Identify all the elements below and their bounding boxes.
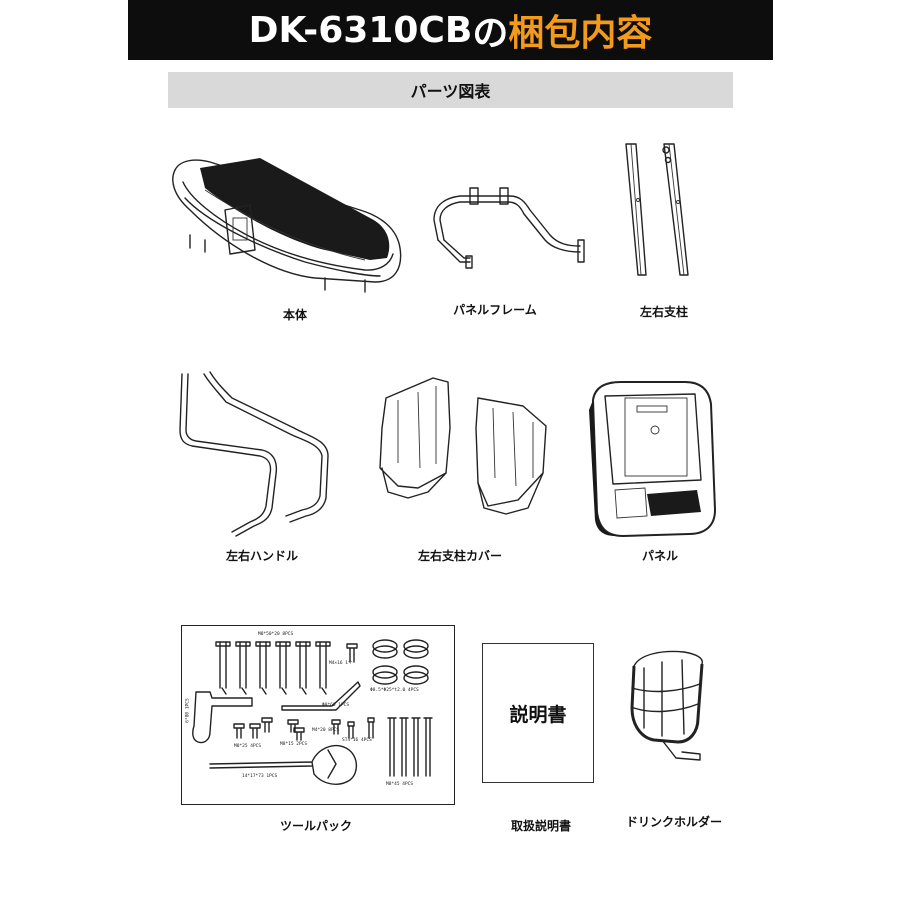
manual-cover-text: 説明書 [509, 703, 567, 726]
label-panel: パネル [641, 549, 679, 563]
label-panel-frame: パネルフレーム [453, 303, 537, 317]
note-screw-a: M8*25 4PCS [234, 744, 262, 749]
section-header: パーツ図表 [168, 72, 733, 108]
note-bolt-b: M4×16 1个 [329, 661, 353, 666]
note-bolt-long: M8*45 4PCS [386, 782, 414, 787]
note-washer: Φ8.5*Φ25*t2.0 4PCS [370, 688, 419, 693]
note-screw-c: M4*20 8PCS [312, 728, 340, 733]
label-manual: 取扱説明書 [510, 819, 572, 833]
section-title: パーツ図表 [410, 82, 491, 101]
note-hex: Φ8*60 1PCS [322, 703, 350, 708]
note-screw-d: ST4*16 4PCS [342, 738, 372, 743]
page-title-bar: DK-6310CB の 梱包内容 [128, 0, 773, 60]
label-tool-pack: ツールパック [279, 819, 353, 833]
note-screw-b: M8*15 2PCS [280, 742, 308, 747]
note-wrench: 14*17*73 1PCS [242, 774, 278, 779]
tool-pack-box: M8*50*20 8PCS M4×16 1个 Φ8.5*Φ25*t2.0 4PC… [181, 625, 455, 805]
label-main-body: 本体 [282, 308, 308, 322]
handles-drawing [170, 370, 340, 540]
label-uprights: 左右支柱 [639, 305, 689, 319]
uprights-drawing [618, 140, 698, 280]
title-accent: 梱包内容 [508, 13, 653, 54]
panel-frame-drawing [420, 180, 590, 285]
title-separator: の [472, 13, 509, 54]
main-body-drawing [165, 150, 410, 295]
label-upright-covers: 左右支柱カバー [417, 549, 503, 563]
upright-covers-drawing [378, 368, 553, 528]
label-drink-holder: ドリンクホルダー [625, 815, 723, 829]
manual-booklet: 説明書 [482, 643, 594, 783]
note-bolt-a: M8*50*20 8PCS [258, 632, 294, 637]
drink-holder-drawing [622, 648, 712, 768]
panel-drawing [585, 380, 725, 538]
note-allen-key: 6*80 1PCS [185, 698, 191, 723]
title-model: DK-6310CB [248, 9, 473, 51]
label-handles: 左右ハンドル [225, 549, 299, 563]
